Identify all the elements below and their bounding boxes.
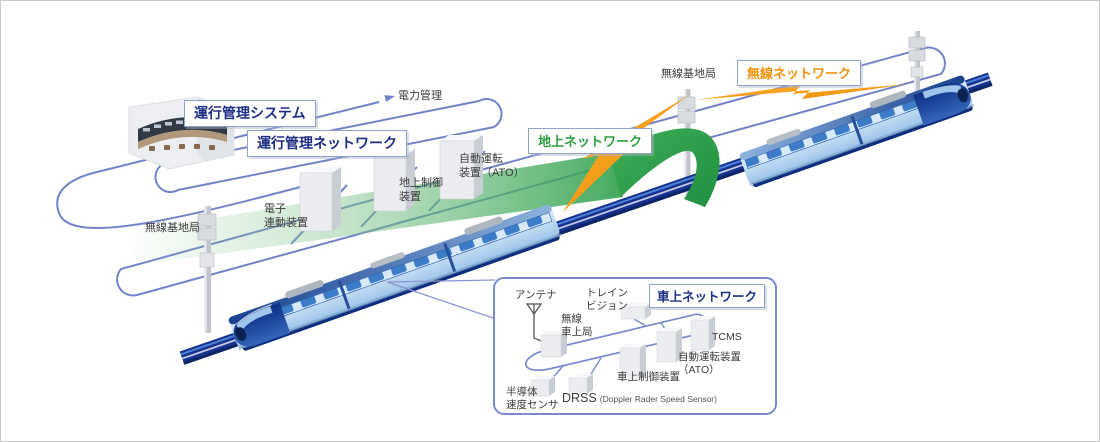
ato-ground-label: 自動運転 装置（ATO）: [459, 153, 525, 180]
ato-onboard-unit: [656, 328, 682, 363]
operation-management-network-label: 運行管理ネットワーク: [247, 130, 407, 157]
base-station-left-label: 無線基地局: [145, 222, 200, 234]
operation-management-system-label: 運行管理システム: [184, 100, 316, 127]
drss-unit: [568, 374, 593, 395]
drss-label: DRSS (Doppler Rader Speed Sensor): [562, 390, 717, 406]
ato-onboard-label: 自動運転装置 （ATO）: [678, 351, 741, 377]
wireless-onboard-label: 無線 車上局: [561, 313, 593, 339]
wireless-bolt-to-right-train: [695, 84, 909, 100]
train-left-nose: [233, 302, 291, 347]
speed-sensor-unit: [530, 376, 555, 397]
power-management-label: 電力管理: [398, 90, 442, 102]
base-station-mid-label: 無線基地局: [661, 68, 716, 80]
train-right: [739, 75, 975, 187]
wireless-network-label: 無線ネットワーク: [737, 60, 862, 86]
operation-network-loop: [154, 98, 503, 193]
interlocking-cabinet: [299, 167, 341, 232]
callout-lines: [386, 279, 496, 319]
speed-sensor-label: 半導体 速度センサ: [506, 386, 559, 412]
ground-network-label: 地上ネットワーク: [528, 128, 653, 154]
drss-fullname: (Doppler Rader Speed Sensor): [599, 394, 717, 404]
ground-network-band: [121, 153, 623, 265]
power-management-line: [56, 95, 395, 229]
base-station-pole-left: [197, 206, 217, 333]
drss-acronym: DRSS: [562, 391, 597, 405]
ground-control-label: 地上制御 装置: [399, 177, 443, 204]
antenna-icon: [525, 303, 543, 342]
train-left: [228, 204, 562, 351]
onboard-network-title: 車上ネットワーク: [649, 284, 766, 308]
onboard-control-label: 車上制御装置: [617, 371, 680, 383]
tcms-unit: [690, 316, 715, 351]
ato-ground-cabinet: [439, 135, 483, 200]
wireless-onboard-unit: [540, 331, 567, 358]
interlocking-label: 電子 連動装置: [264, 203, 308, 230]
tcms-label: TCMS: [712, 331, 742, 343]
base-station-pole-right: [908, 31, 926, 98]
train-vision-label: トレイン ビジョン: [586, 287, 628, 313]
antenna-label: アンテナ: [515, 289, 557, 301]
ground-network-loop: [116, 46, 946, 297]
arrowhead-icon: [384, 95, 395, 102]
onboard-control-unit: [619, 344, 646, 381]
